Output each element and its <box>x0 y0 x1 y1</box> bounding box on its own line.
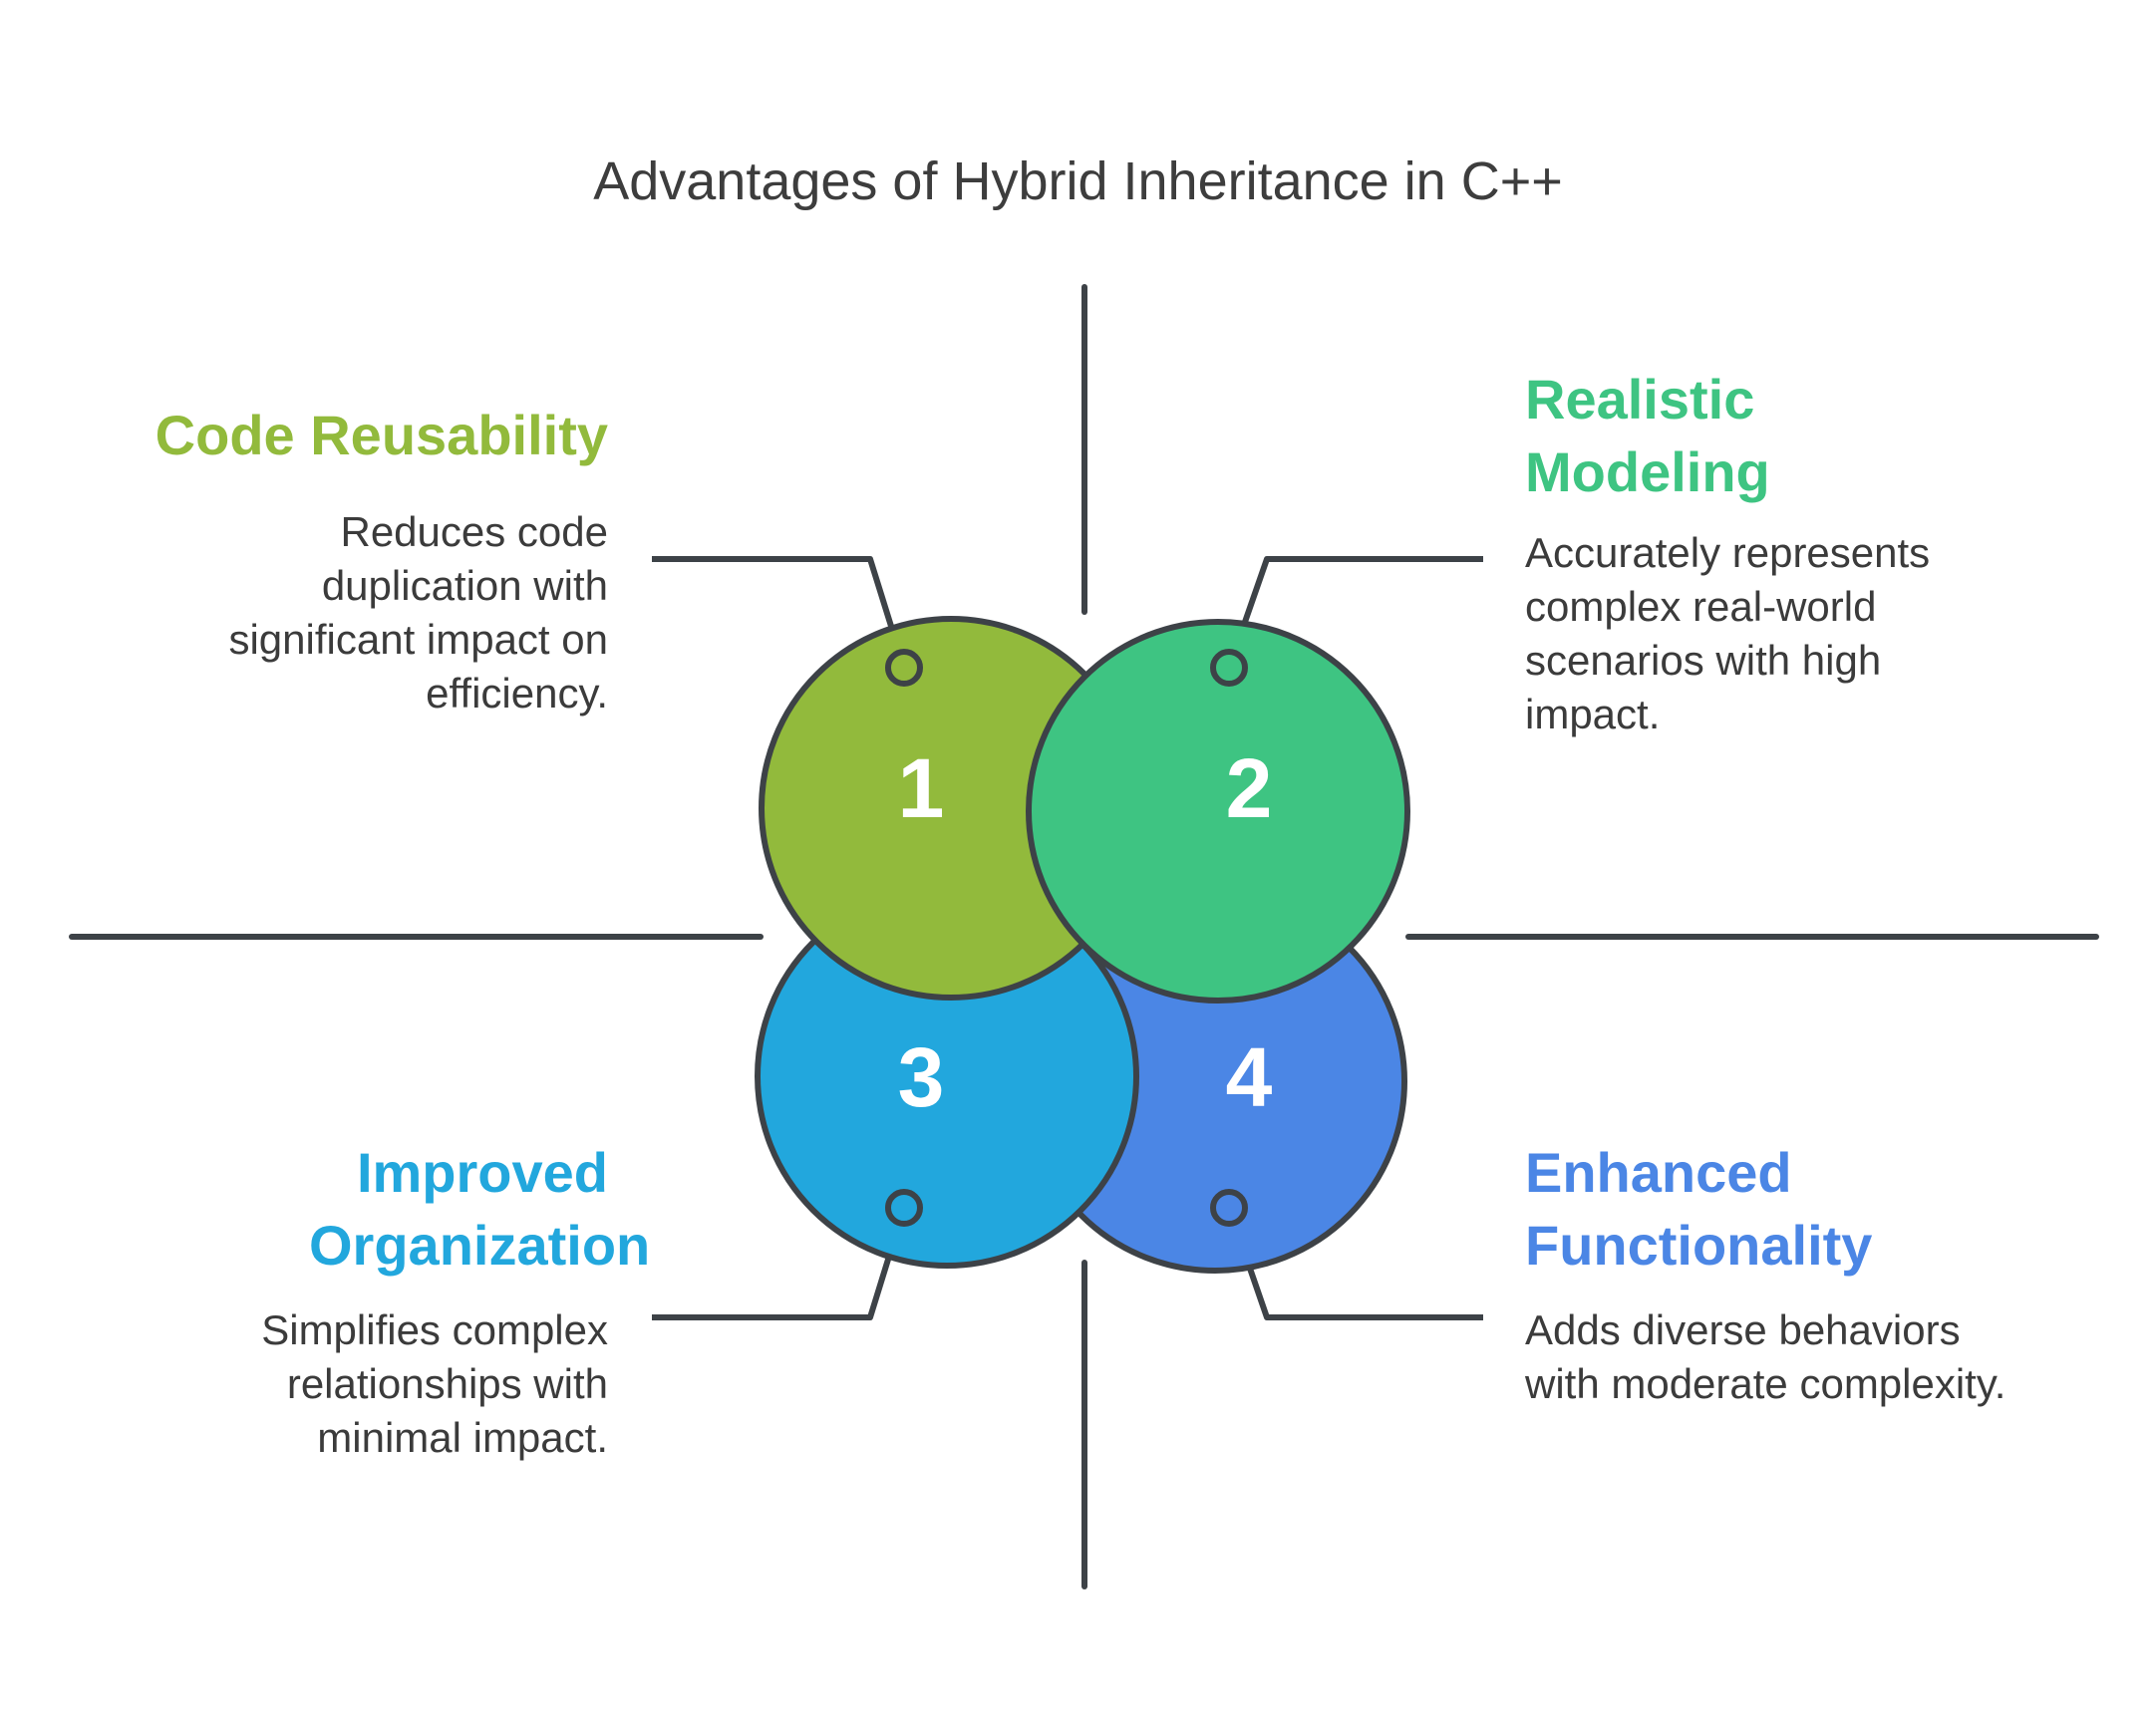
item-heading-3: Improved Organization <box>309 1141 651 1277</box>
item-block-realistic-modeling: Realistic Modeling Accurately represents… <box>1525 363 2043 741</box>
connector-dot-3 <box>885 1189 923 1227</box>
circle-number-1: 1 <box>898 741 945 835</box>
item-block-enhanced-functionality: Enhanced Functionality Adds diverse beha… <box>1525 1136 2043 1411</box>
item-heading-2: Realistic Modeling <box>1525 368 1770 503</box>
item-description-4: Adds diverse behaviors with moderate com… <box>1525 1306 2006 1407</box>
connector-dot-4 <box>1210 1189 1248 1227</box>
item-block-code-reusability: Code Reusability Reduces code duplicatio… <box>150 399 608 720</box>
item-description-1: Reduces code duplication with significan… <box>228 508 608 717</box>
item-block-improved-organization: Improved Organization Simplifies complex… <box>150 1136 651 1465</box>
item-description-2: Accurately represents complex real-world… <box>1525 529 1931 737</box>
item-description-3: Simplifies complex relationships with mi… <box>261 1306 608 1461</box>
item-heading-1: Code Reusability <box>154 404 608 466</box>
connector-dot-1 <box>885 649 923 687</box>
circle-number-4: 4 <box>1226 1030 1273 1124</box>
connector-dot-2 <box>1210 649 1248 687</box>
item-heading-4: Enhanced Functionality <box>1525 1141 1873 1277</box>
circle-2 <box>1026 619 1410 1004</box>
diagram-title: Advantages of Hybrid Inheritance in C++ <box>593 151 1563 211</box>
circle-number-2: 2 <box>1226 741 1273 835</box>
circle-number-3: 3 <box>898 1030 945 1124</box>
